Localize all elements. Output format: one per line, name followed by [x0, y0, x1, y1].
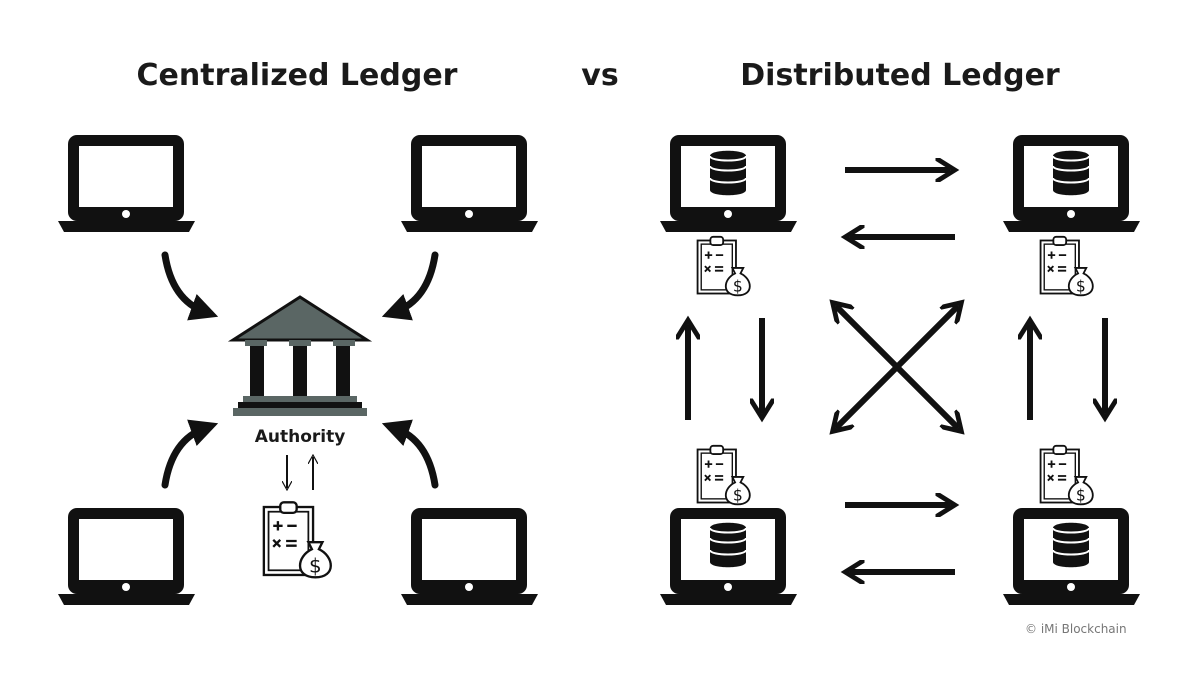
centralized-ledger-title: Centralized Ledger — [136, 58, 458, 93]
database-icon — [709, 150, 747, 196]
distributed-ledger-title: Distributed Ledger — [740, 58, 1060, 93]
arrow-icon — [161, 251, 219, 321]
ledger-clipboard-icon — [1039, 235, 1094, 297]
arrow-icon — [381, 251, 439, 321]
arrow-icon — [381, 419, 439, 489]
vs-label: vs — [581, 58, 619, 93]
database-icon — [1052, 150, 1090, 196]
database-icon — [709, 522, 747, 568]
laptop-icon — [58, 135, 195, 232]
straight-arrows — [688, 170, 1105, 572]
curved-arrows — [161, 251, 439, 489]
bank-icon — [227, 295, 373, 416]
database-icon — [1052, 522, 1090, 568]
laptop-icon — [401, 508, 538, 605]
copyright-text: © iMi Blockchain — [1025, 622, 1127, 636]
arrow-icon — [836, 306, 958, 428]
laptop-icon — [401, 135, 538, 232]
ledger-clipboard-icon — [696, 235, 751, 297]
arrow-icon — [161, 419, 219, 489]
authority-label: Authority — [254, 427, 346, 447]
ledger-clipboard-icon — [1039, 444, 1094, 506]
ledger-clipboard-icon — [696, 444, 751, 506]
ledger-clipboard-icon — [262, 501, 333, 579]
laptop-icon — [58, 508, 195, 605]
